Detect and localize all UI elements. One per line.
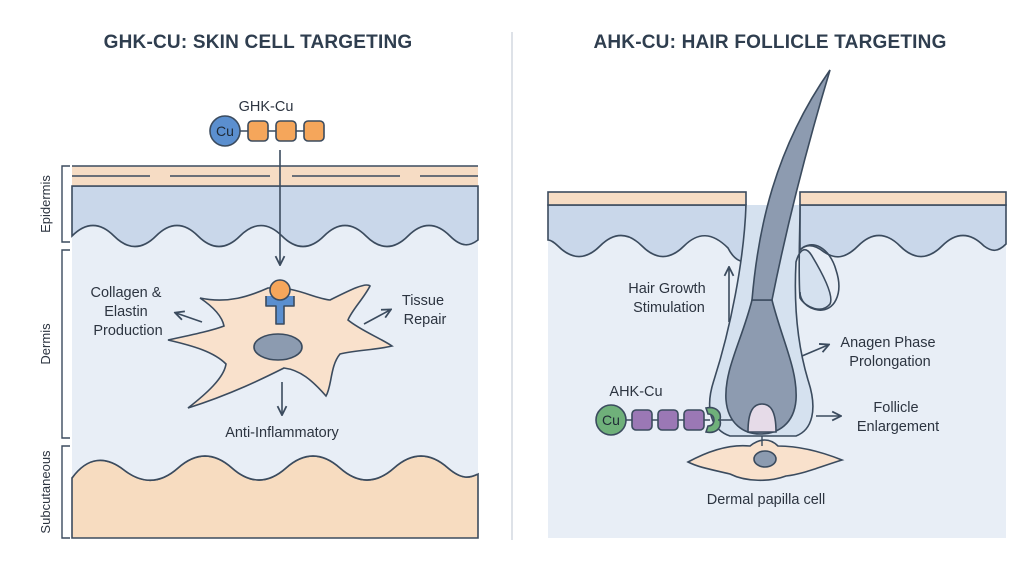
left-panel-title: GHK-CU: SKIN CELL TARGETING: [104, 32, 413, 53]
dermal-papilla: [747, 403, 777, 433]
amino-acid-3: [683, 409, 705, 431]
effect-follicle-enlargement: Follicle Enlargement: [857, 400, 939, 435]
cell-receptor: [265, 279, 295, 325]
dermal-papilla-cell-label: Dermal papilla cell: [707, 492, 825, 508]
cu-symbol: Cu: [602, 412, 620, 428]
cu-symbol: Cu: [216, 123, 234, 139]
amino-acid-2: [657, 409, 679, 431]
effect-hair-growth: Hair Growth Stimulation: [628, 281, 709, 316]
left-panel: GHK-CU: SKIN CELL TARGETING Epidermis De…: [38, 32, 479, 539]
right-panel-title: AHK-CU: HAIR FOLLICLE TARGETING: [593, 32, 946, 53]
scalp-epidermis-right: [799, 204, 1007, 258]
sebaceous-gland: [799, 244, 840, 311]
copper-ion: [595, 404, 627, 436]
amino-acid-1: [631, 409, 653, 431]
dermis-bracket: [61, 249, 70, 439]
effect-anagen-prolongation: Anagen Phase Prolongation: [840, 335, 939, 370]
ghk-cu-label: GHK-Cu: [239, 99, 294, 115]
epidermis-layer: [71, 185, 479, 248]
effect-anti-inflammatory: Anti-Inflammatory: [225, 425, 339, 441]
ahk-cu-label: AHK-Cu: [609, 384, 662, 400]
stratum-corneum: [72, 166, 478, 186]
hair-shaft: [751, 69, 831, 301]
label-dermis: Dermis: [38, 323, 53, 365]
effect-tissue-repair: Tissue Repair: [402, 293, 448, 328]
epidermis-bracket: [61, 165, 70, 243]
follicle-receptor: [704, 406, 732, 434]
copper-ion: [209, 115, 241, 147]
label-subcutaneous: Subcutaneous: [38, 450, 53, 534]
bound-peptide: [269, 279, 291, 301]
arrow-anagen: [801, 345, 828, 357]
ahk-cu-molecule: Cu: [595, 404, 710, 436]
arrow-repair: [363, 310, 390, 325]
arrow-collagen: [176, 313, 203, 323]
cell-nucleus: [253, 333, 303, 361]
hair-bulb: [725, 299, 797, 435]
right-panel: AHK-CU: HAIR FOLLICLE TARGETING AHK-Cu C…: [547, 32, 1007, 538]
effect-collagen: Collagen & Elastin Production: [91, 285, 166, 339]
label-epidermis: Epidermis: [38, 175, 53, 233]
amino-acid-2: [275, 120, 297, 142]
papilla-nucleus: [753, 450, 777, 468]
amino-acid-3: [303, 120, 325, 142]
scalp-epidermis-left: [547, 204, 747, 263]
amino-acid-1: [247, 120, 269, 142]
ghk-cu-molecule: Cu: [209, 115, 325, 147]
subcutaneous-bracket: [61, 445, 70, 539]
